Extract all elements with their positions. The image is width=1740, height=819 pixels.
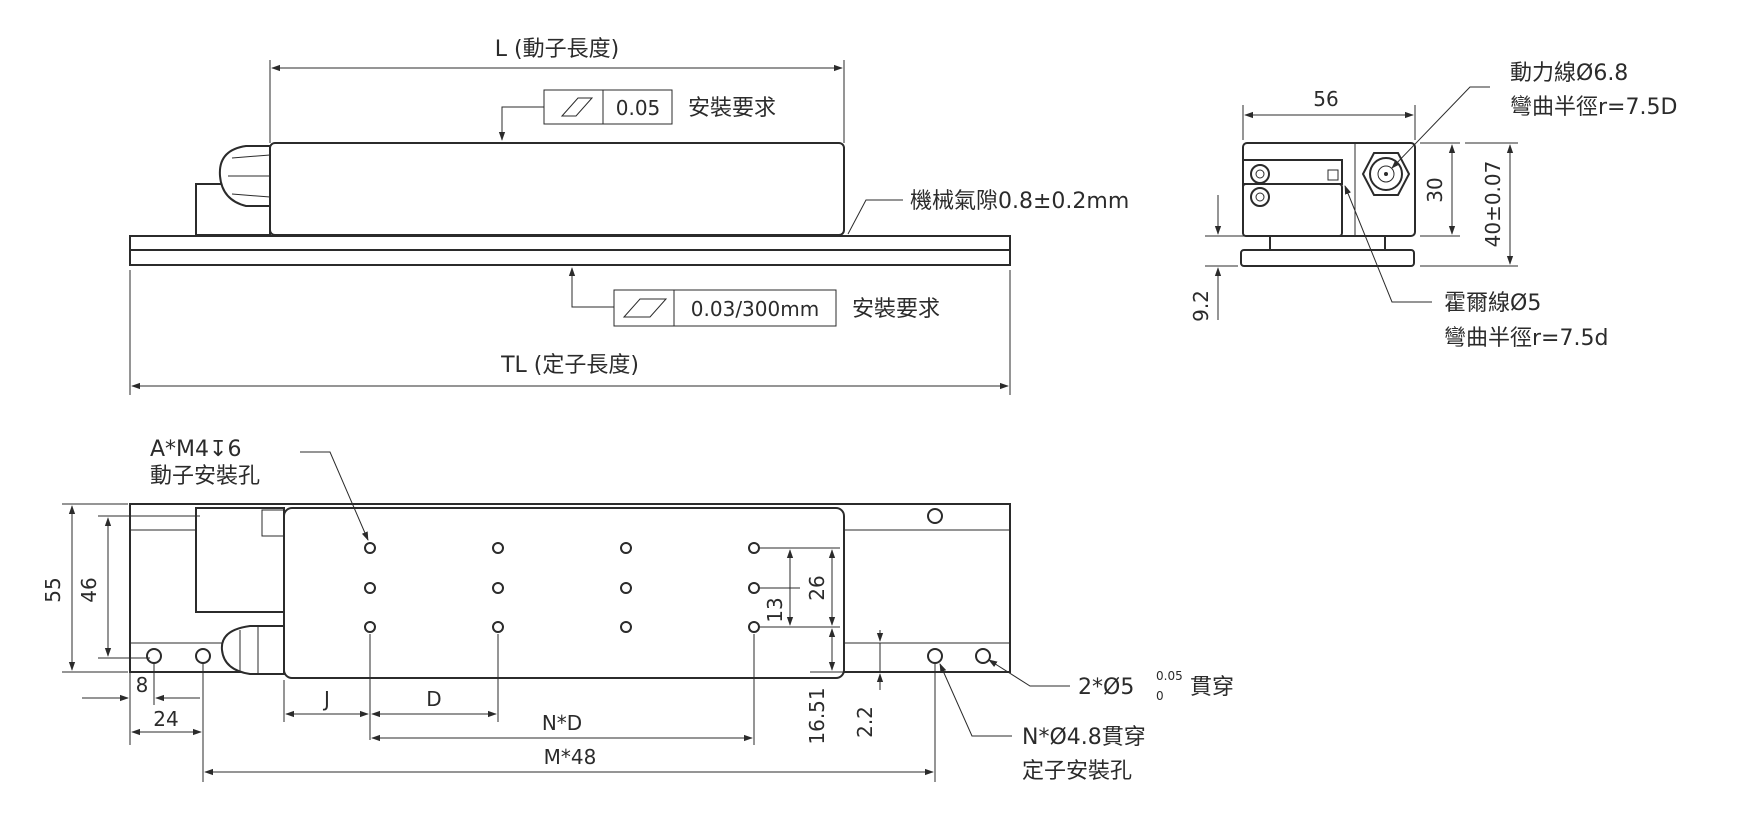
stator-hole: [927, 648, 943, 664]
stator-bottom-plate: [129, 249, 1011, 266]
flatness-icon: [560, 97, 594, 117]
base-thickness-label: 9.2: [1189, 290, 1213, 322]
top-view: A*M4↧6 動子安裝孔 55 46 8 24 J D N*D: [41, 437, 1234, 784]
stator-hole-line1: N*Ø4.8貫穿: [1022, 725, 1146, 750]
stator-hole-line2: 定子安裝孔: [1022, 759, 1132, 784]
power-cable-line2: 彎曲半徑r=7.5D: [1510, 95, 1677, 120]
dim-J-label: J: [322, 687, 330, 711]
dim-D-label: D: [426, 687, 441, 711]
side-view: L (動子長度) 0.05 安裝要求 機械氣隙0.8±0.2mm 0.03/30…: [129, 37, 1129, 395]
dim-13-label: 13: [763, 597, 787, 622]
mover-length-label: L (動子長度): [495, 37, 619, 62]
hall-cable-line1: 霍爾線Ø5: [1444, 291, 1541, 316]
dim-24-label: 24: [153, 707, 178, 731]
flatness-frame-bottom: [613, 289, 837, 327]
mover-body: [269, 142, 845, 236]
end-height-30-label: 30: [1423, 177, 1447, 202]
cable-box-top: [195, 507, 285, 613]
stator-hole: [927, 508, 943, 524]
dim-26-label: 26: [805, 575, 829, 600]
tol-lower: 0: [1156, 689, 1164, 703]
power-cable-line1: 動力線Ø6.8: [1510, 61, 1628, 86]
dim-8-label: 8: [136, 673, 149, 697]
stator-length-label: TL (定子長度): [500, 353, 639, 378]
hall-cable-line2: 彎曲半徑r=7.5d: [1444, 326, 1608, 351]
mount-hole-line1: A*M4↧6: [150, 437, 241, 462]
through-hole-suffix: 貫穿: [1190, 675, 1234, 700]
end-height-total-label: 40±0.07: [1481, 161, 1505, 248]
end-view: 56 30 40±0.07 9.2 動力線Ø6.8 彎曲半徑r=7.5D 霍爾線…: [1189, 61, 1677, 351]
hall-connector-2: [1250, 187, 1270, 207]
flatness-bottom-note: 安裝要求: [852, 297, 940, 322]
dim-2-2-label: 2.2: [853, 706, 877, 738]
stator-hole: [195, 648, 211, 664]
flatness-bottom-value: 0.03/300mm: [691, 297, 819, 321]
width-55-label: 55: [41, 577, 65, 602]
through-hole: [975, 648, 991, 664]
end-base-plate: [1240, 249, 1415, 267]
air-gap-label: 機械氣隙0.8±0.2mm: [910, 189, 1129, 214]
flatness-frame-top: [543, 89, 673, 125]
flatness-top-value: 0.05: [616, 96, 661, 120]
flatness-icon-bottom: [622, 298, 668, 318]
width-46-label: 46: [77, 577, 101, 602]
mount-hole-line2: 動子安裝孔: [150, 464, 260, 489]
end-width-label: 56: [1313, 87, 1338, 111]
cable-gland-top: [220, 625, 285, 675]
mover-mounting-holes: [364, 542, 760, 633]
through-hole-prefix: 2*Ø5: [1078, 675, 1134, 700]
dim-ND-label: N*D: [542, 711, 582, 735]
stator-top-plate: [129, 235, 1011, 251]
hall-connector-1: [1250, 164, 1270, 184]
dim-M48-label: M*48: [544, 745, 597, 769]
dim-16-51-label: 16.51: [805, 687, 829, 744]
flatness-top-note: 安裝要求: [688, 96, 776, 121]
stator-hole: [146, 648, 162, 664]
tol-upper: 0.05: [1156, 669, 1183, 683]
